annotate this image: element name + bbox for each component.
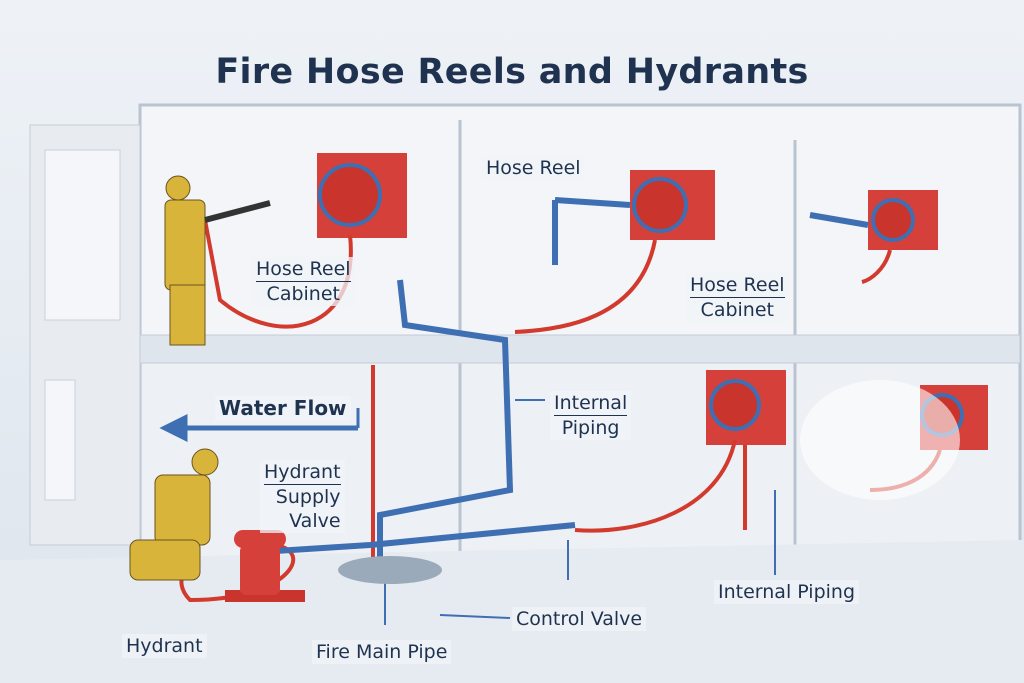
windows — [44, 149, 121, 501]
label-line-1: Hose Reel — [690, 274, 785, 298]
firefighters — [129, 175, 271, 581]
label-internal-piping: Internal Piping — [550, 391, 632, 440]
water-flow-arrow — [159, 408, 360, 443]
valve-base — [338, 556, 442, 584]
label-hose-reel: Hose Reel — [482, 156, 585, 180]
hydrant-figure — [225, 530, 305, 602]
label-line-2: Cabinet — [700, 299, 774, 321]
label-hydrant: Hydrant — [122, 634, 207, 658]
label-control-valve: Control Valve — [512, 607, 647, 631]
page-title: Fire Hose Reels and Hydrants — [215, 52, 809, 92]
label-line-2: Piping — [561, 417, 620, 439]
label-water-flow: Water Flow — [215, 396, 351, 420]
label-internal-piping-lower: Internal Piping — [714, 580, 860, 604]
label-line-1: Internal — [554, 392, 628, 416]
pipes — [259, 197, 869, 560]
label-hose-reel-cabinet-right: Hose Reel Cabinet — [686, 273, 789, 322]
label-line-3: Valve — [289, 510, 341, 532]
upper-floor-slab — [129, 334, 1021, 364]
hose-reel-cabinets — [317, 153, 988, 450]
label-fire-main-pipe: Fire Main Pipe — [312, 640, 452, 664]
label-hydrant-supply-valve: Hydrant Supply Valve — [260, 460, 345, 533]
label-hose-reel-cabinet-left: Hose Reel Cabinet — [252, 257, 355, 306]
label-line-1: Hose Reel — [256, 258, 351, 282]
smoke — [800, 380, 960, 500]
label-line-1: Hydrant — [264, 461, 341, 485]
label-line-2: Supply — [275, 486, 341, 508]
label-line-2: Cabinet — [266, 283, 340, 305]
